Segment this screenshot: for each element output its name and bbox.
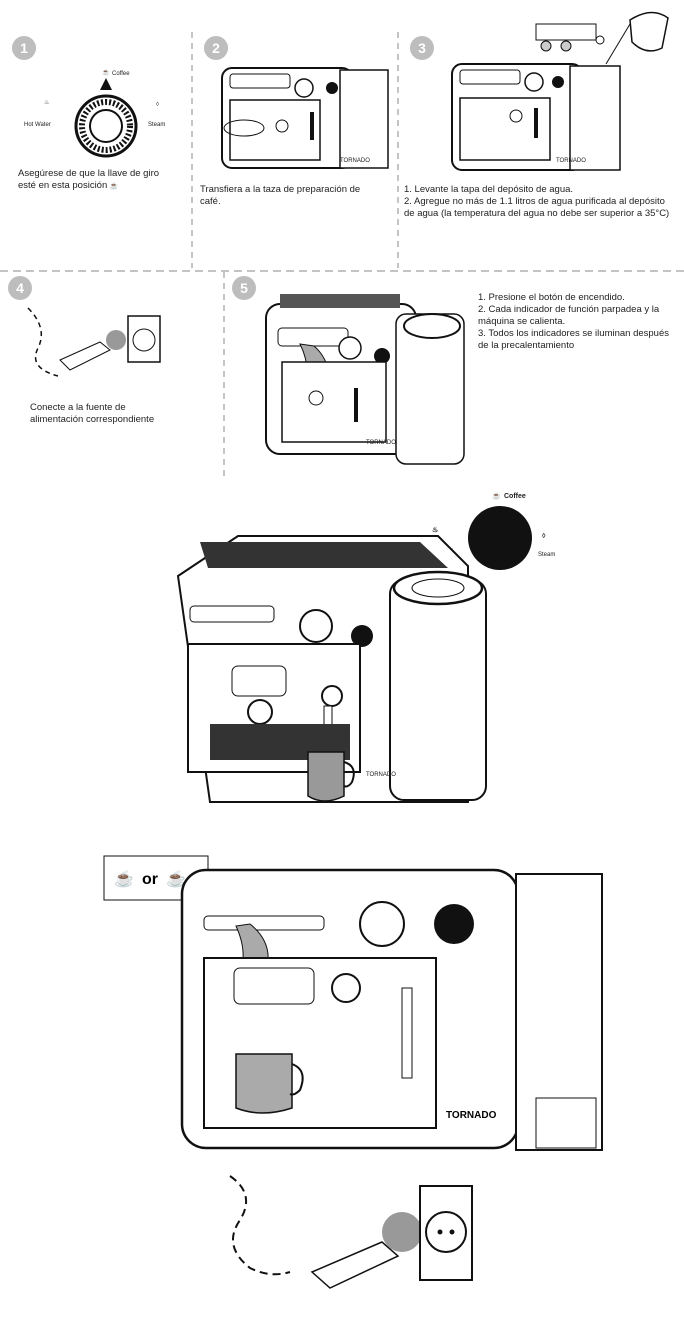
step-2-text: Transfiera a la taza de preparación de c…	[200, 184, 361, 207]
svg-text:☕: ☕	[492, 491, 501, 500]
inset-dial-label-coffee: Coffee	[504, 493, 526, 500]
svg-text:♨: ♨	[432, 526, 438, 534]
svg-text:TORNADO: TORNADO	[366, 440, 396, 446]
svg-text:TORNADO: TORNADO	[340, 158, 370, 164]
svg-text:TORNADO: TORNADO	[556, 158, 586, 164]
machine-brewing-illustration: ☕ Coffee ♨ Hot Water ◊ Steam TORNADO	[176, 491, 555, 803]
svg-text:☕: ☕	[102, 68, 110, 76]
brand-label-large: TORNADO	[446, 1110, 497, 1121]
or-label: or	[142, 871, 158, 888]
step-3-badge: 3	[410, 36, 434, 60]
step-3-text: 1. Levante la tapa del depósito de agua.…	[404, 184, 670, 219]
step-4-text: Conecte a la fuente de alimentación corr…	[30, 402, 155, 425]
svg-text:◊: ◊	[156, 101, 159, 108]
dial-label-steam: Steam	[148, 122, 165, 128]
dial-label-hot-water: Hot Water	[24, 122, 51, 128]
step-4-badge: 4	[8, 276, 32, 300]
portafilter-transfer-illustration: TORNADO	[221, 67, 389, 169]
step-1-badge: 1	[12, 36, 36, 60]
svg-text:◊: ◊	[542, 533, 546, 540]
step-5-badge: 5	[232, 276, 256, 300]
plug-into-outlet-illustration-small	[27, 307, 161, 377]
step-2-badge: 2	[204, 36, 228, 60]
plug-into-outlet-illustration-large	[229, 1175, 473, 1289]
power-button-illustration: TORNADO	[265, 294, 465, 465]
svg-text:♨: ♨	[44, 99, 49, 106]
fill-water-tank-illustration: TORNADO	[451, 11, 669, 171]
brand-label-small: TORNADO	[366, 772, 396, 778]
step-5-text: 1. Presione el botón de encendido. 2. Ca…	[478, 292, 669, 351]
brew-button-press-illustration: ☕ or ☕☕ TORNADO	[103, 855, 603, 1151]
dial-label-coffee: Coffee	[112, 71, 130, 77]
step-1-text: Asegúrese de que la llave de giro esté e…	[18, 168, 160, 191]
inset-dial-label-steam: Steam	[538, 552, 555, 558]
svg-text:☕: ☕	[114, 869, 134, 888]
selector-dial-illustration: ☕ Coffee ♨ Hot Water ◊ Steam	[24, 68, 165, 158]
